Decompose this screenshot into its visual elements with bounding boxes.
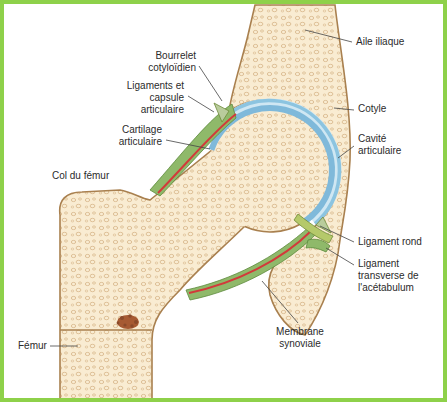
cut-line	[60, 329, 152, 330]
upper-capsule	[150, 104, 236, 196]
labrum	[214, 103, 229, 122]
upper-synovial	[158, 114, 236, 193]
head-outline	[245, 224, 301, 232]
lower-synovial	[189, 231, 311, 293]
part-label: Aile iliaque	[356, 36, 436, 48]
part-label: Col du fémur	[52, 170, 132, 182]
part-label: Membrane synoviale	[258, 326, 342, 350]
marrow-cut	[117, 314, 139, 329]
round-ligament	[294, 214, 333, 243]
lower-capsule	[186, 226, 318, 300]
transverse-ligament	[306, 239, 330, 252]
part-label: Ligaments et capsule articulaire	[122, 80, 184, 115]
head-cartilage	[211, 108, 332, 224]
part-label: Ligament rond	[358, 236, 440, 248]
part-label: Fémur	[18, 340, 58, 352]
leader-lines	[50, 30, 354, 346]
part-label: Cotyle	[358, 103, 428, 115]
part-label: Ligament transverse de l'acétabulum	[358, 258, 436, 293]
part-label: Cavité articulaire	[358, 133, 420, 157]
part-label: Cartilage articulaire	[100, 124, 162, 148]
labrum	[316, 217, 331, 233]
part-label: Bourrelet cotyloïdien	[126, 50, 196, 74]
